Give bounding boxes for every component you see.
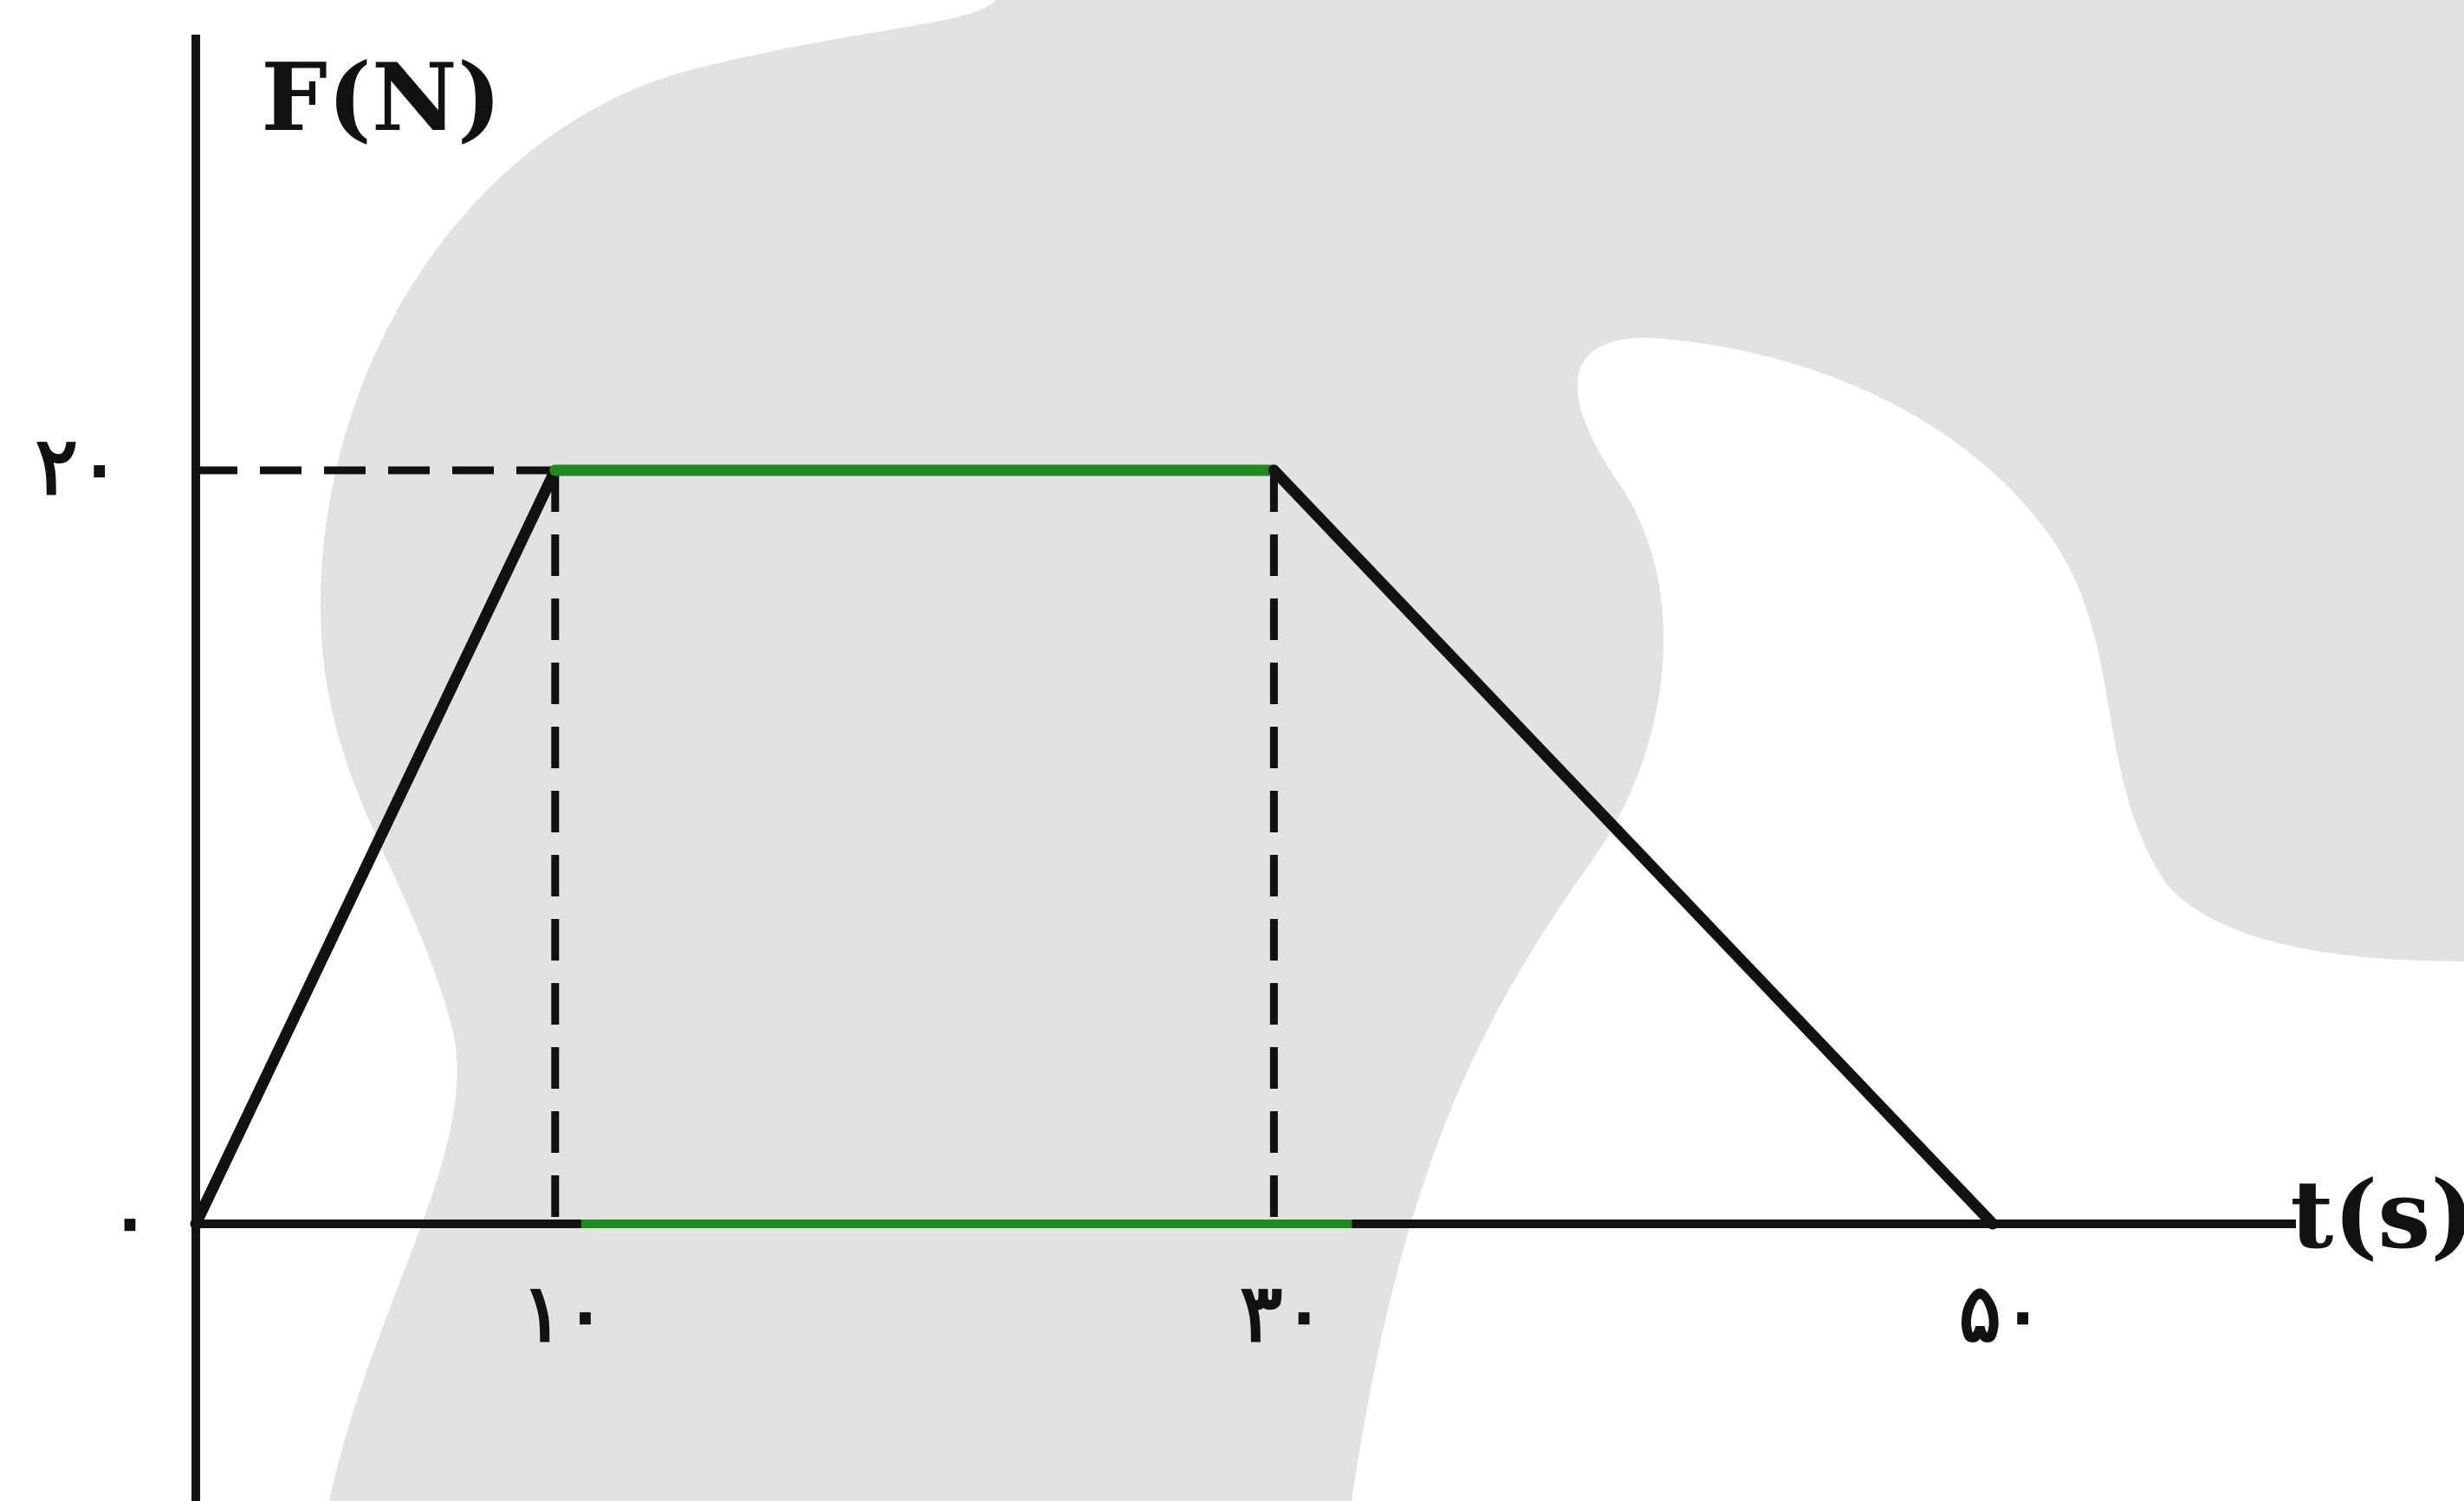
- series-segment: [1268, 464, 1999, 1230]
- y-tick-label: ۲۰: [36, 419, 121, 513]
- x-tick-label: ۳۰: [1240, 1266, 1326, 1360]
- x-tick-label: ۵۰: [1959, 1266, 2045, 1360]
- watermark-shape: [321, 0, 2464, 1501]
- series-lines: [190, 464, 1999, 1230]
- x-tick-label: ۱۰: [521, 1266, 606, 1360]
- origin-label: ۰: [108, 1173, 151, 1266]
- x-axis-title: t(s): [2291, 1161, 2464, 1270]
- y-axis-title: F(N): [261, 43, 502, 152]
- watermark-logo: [321, 0, 2464, 1501]
- labels: F(N) t(s) ۰ ۲۰ ۱۰ ۳۰ ۵۰: [36, 43, 2464, 1360]
- series-segment: [190, 464, 561, 1230]
